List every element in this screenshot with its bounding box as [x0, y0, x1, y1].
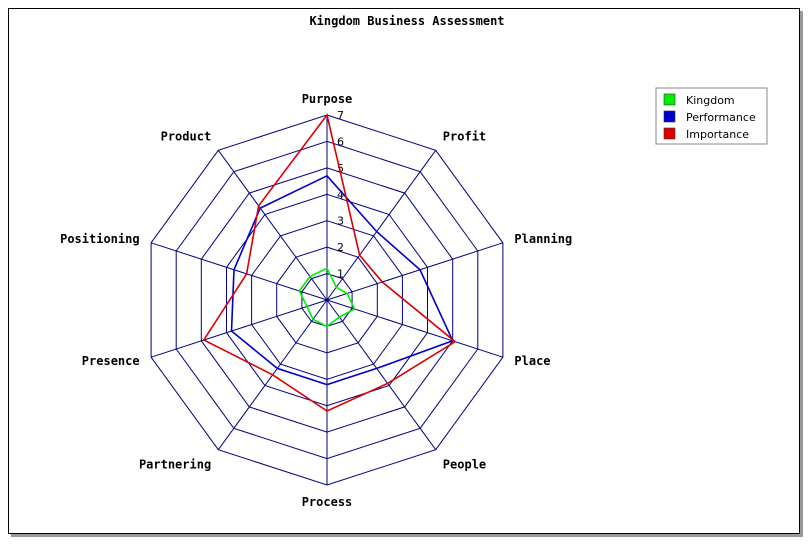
- tick-label: 2: [337, 241, 344, 254]
- axis-label: Partnering: [139, 457, 211, 471]
- axis-spoke: [326, 242, 504, 301]
- axis-label: Planning: [514, 232, 572, 246]
- axis-spoke: [150, 242, 328, 301]
- legend-label: Importance: [686, 128, 749, 141]
- axis-spoke: [326, 299, 504, 358]
- axis-label: Product: [161, 130, 212, 144]
- legend-swatch: [663, 110, 676, 123]
- axis-label: Process: [302, 495, 353, 509]
- axis-label: Presence: [82, 354, 140, 368]
- axis-spoke: [326, 150, 437, 301]
- radar-grid: [150, 114, 504, 486]
- axis-spoke: [326, 299, 437, 450]
- axis-spoke: [150, 299, 328, 358]
- axis-label: Profit: [443, 130, 486, 144]
- tick-label: 4: [337, 188, 344, 201]
- radar-tick-labels: 1 2 3 4 5 6 7: [337, 109, 344, 281]
- series-line: [230, 174, 454, 386]
- axis-label: Place: [514, 354, 550, 368]
- axis-spoke: [217, 150, 328, 301]
- tick-label: 3: [337, 215, 344, 228]
- axis-label: Purpose: [302, 92, 353, 106]
- legend-label: Performance: [686, 111, 756, 124]
- axis-label: Positioning: [60, 232, 139, 246]
- legend-swatch: [663, 93, 676, 106]
- tick-label: 1: [337, 268, 344, 281]
- legend-label: Kingdom: [686, 94, 735, 107]
- series-line: [202, 113, 457, 412]
- tick-label: 5: [337, 162, 344, 175]
- tick-label: 6: [337, 135, 344, 148]
- legend-swatch: [663, 127, 676, 140]
- axis-label: People: [443, 457, 486, 471]
- radar-series: [202, 113, 457, 412]
- chart-title: Kingdom Business Assessment: [309, 14, 504, 28]
- tick-label: 7: [337, 109, 344, 122]
- series-line: [298, 267, 356, 328]
